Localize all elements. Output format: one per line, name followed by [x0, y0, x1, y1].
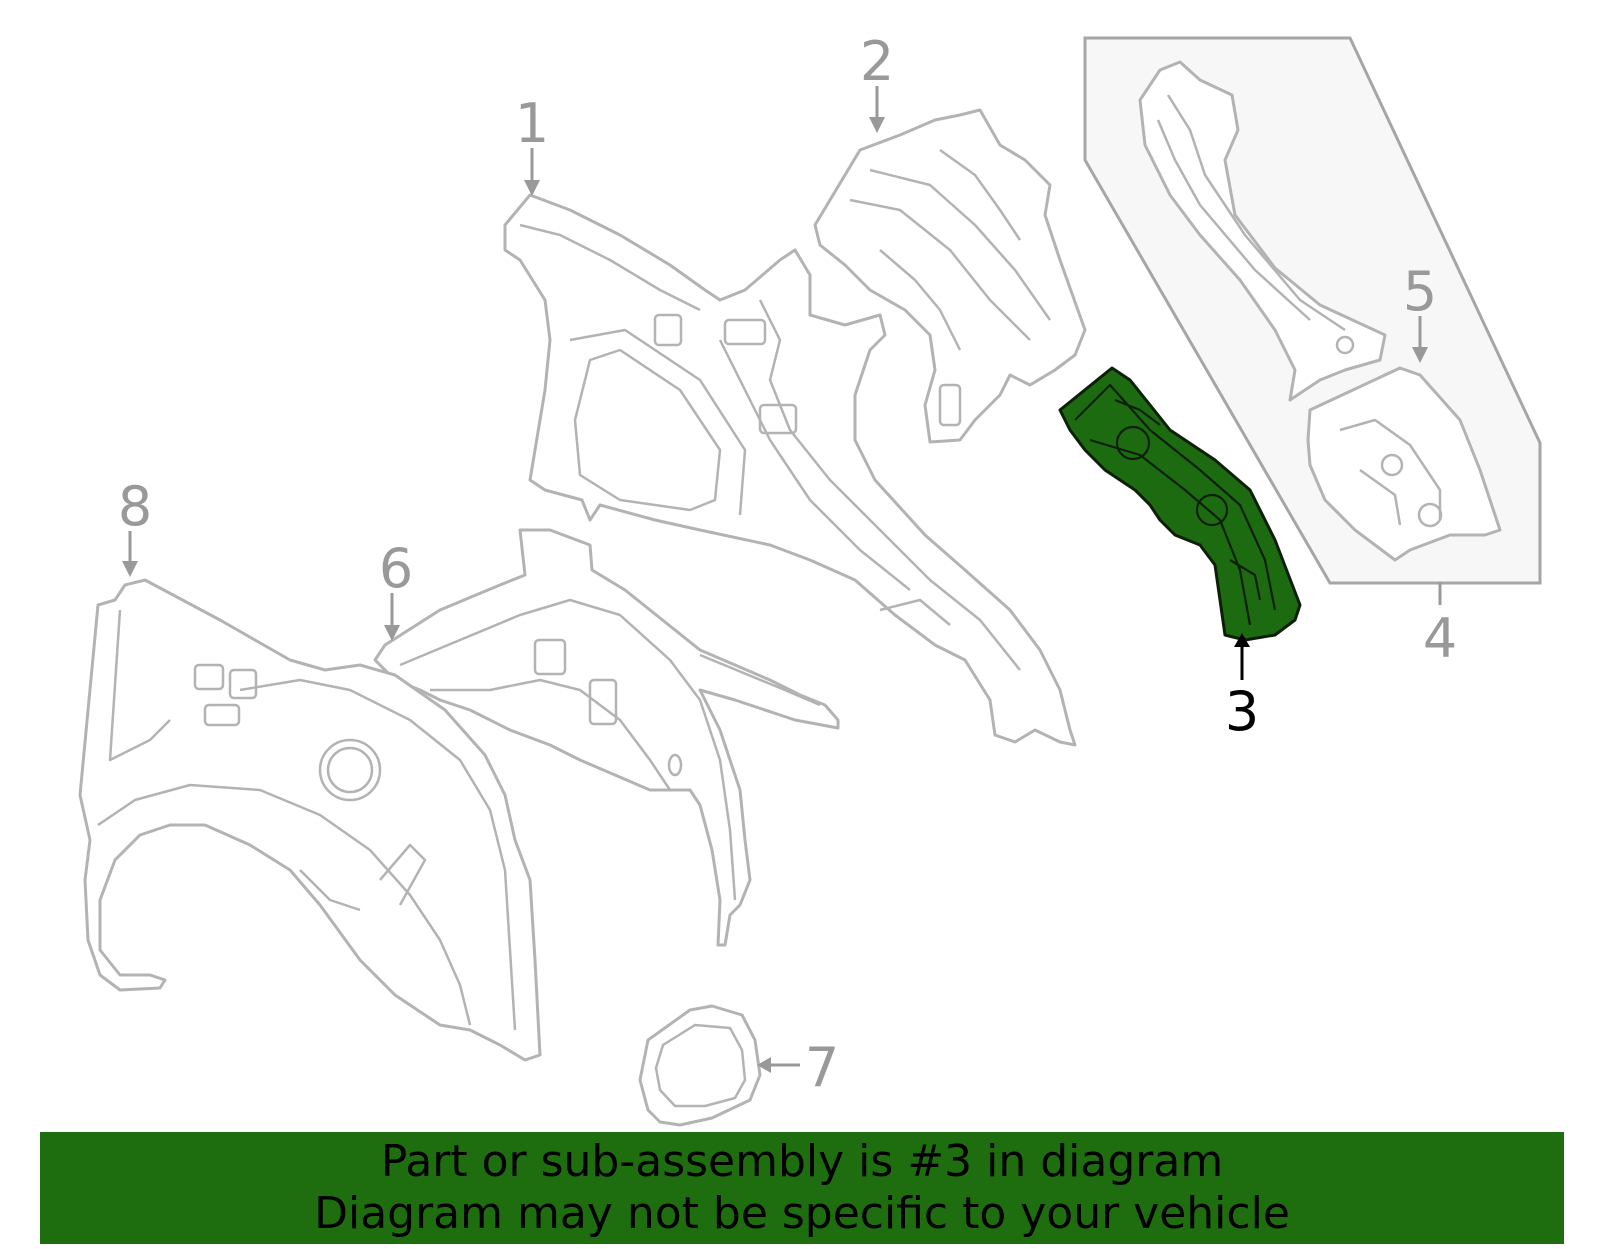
callout-3: 3 — [1225, 633, 1259, 743]
part-6[interactable] — [373, 528, 840, 947]
part-3-highlighted[interactable] — [1058, 366, 1302, 642]
callout-1-label: 1 — [515, 92, 549, 155]
banner-line-part: Part or sub-assembly is #3 in diagram — [380, 1136, 1224, 1187]
callout-1: 1 — [515, 92, 549, 196]
callout-8: 8 — [118, 475, 152, 577]
callout-5-label: 5 — [1403, 260, 1437, 323]
callout-7: 7 — [757, 1036, 839, 1099]
part-4-upper-rail[interactable] — [1138, 60, 1387, 402]
part-1[interactable] — [503, 193, 1077, 747]
part-7[interactable] — [638, 1004, 762, 1127]
callout-6: 6 — [379, 537, 413, 641]
callout-7-label: 7 — [805, 1036, 839, 1099]
part-2[interactable] — [813, 108, 1087, 444]
callout-2-label: 2 — [860, 30, 894, 93]
callout-8-label: 8 — [118, 475, 152, 538]
callout-2: 2 — [860, 30, 894, 133]
callout-6-label: 6 — [379, 537, 413, 600]
callout-4: 4 — [1423, 583, 1457, 670]
part-5[interactable] — [1306, 366, 1502, 562]
callout-5: 5 — [1403, 260, 1437, 363]
part-8[interactable] — [78, 578, 542, 1062]
callout-3-label: 3 — [1225, 680, 1259, 743]
banner-line-disclaimer: Diagram may not be specific to your vehi… — [314, 1188, 1290, 1239]
callout-4-label: 4 — [1423, 607, 1457, 670]
info-banner: Part or sub-assembly is #3 in diagram Di… — [40, 1132, 1564, 1244]
